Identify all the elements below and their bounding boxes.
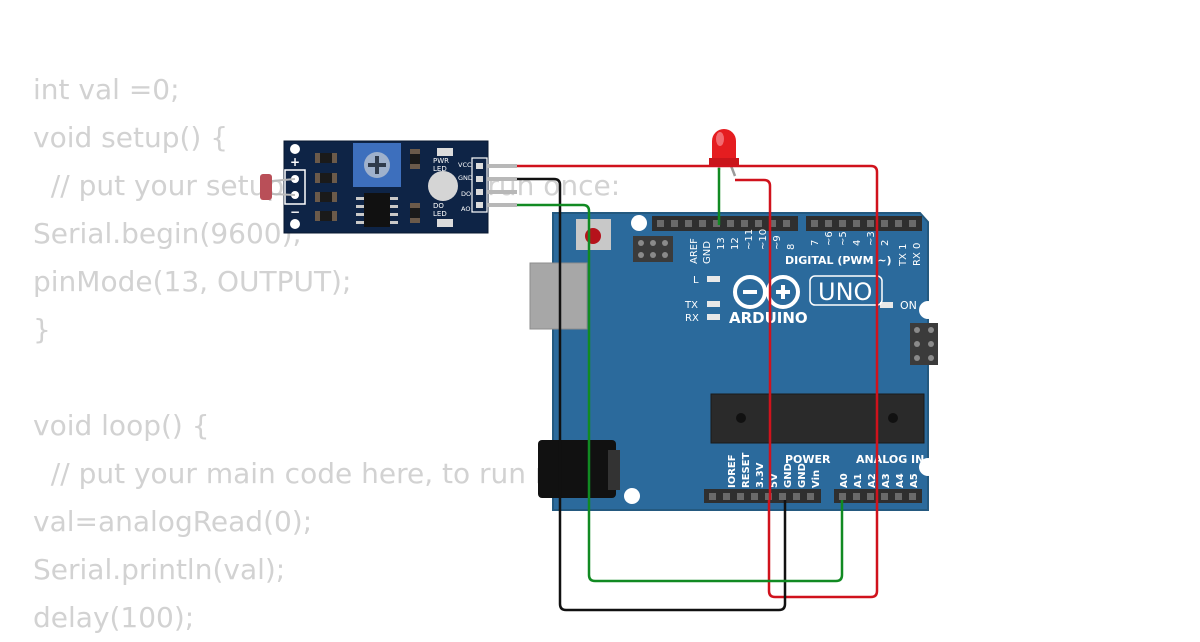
pin-label-ioref: IOREF <box>727 454 738 488</box>
sensor-pin-ao: AO <box>461 205 470 213</box>
smd-resistors <box>315 149 420 223</box>
tx-led: TX <box>684 300 720 311</box>
pin-label-3v3: 3.3V <box>755 462 766 488</box>
potentiometer[interactable] <box>353 143 401 187</box>
digital-pin-labels: AREF GND 13 12 ~11 ~10 ~9 8 7 ~6 ~5 4 ~3… <box>689 229 923 267</box>
power-header[interactable] <box>704 489 821 503</box>
sensor-pin-header[interactable] <box>471 157 517 213</box>
pin-label-a2: A2 <box>867 473 878 488</box>
sensor-led-large <box>428 171 458 201</box>
uno-model-badge: UNO <box>809 275 883 306</box>
ldr-connector <box>284 169 306 205</box>
pin-label-8: 8 <box>786 244 797 250</box>
wire-ao-green[interactable] <box>517 203 844 583</box>
do-led-label-2: LED <box>433 210 447 218</box>
pin-label-a5: A5 <box>909 473 920 488</box>
sensor-plus-label: + <box>290 155 300 169</box>
atmega-chip <box>710 393 925 444</box>
code-line: } <box>33 313 51 346</box>
pin-label-13: 13 <box>716 237 727 250</box>
usb-connector <box>529 262 588 330</box>
sensor-minus-label: − <box>290 205 300 219</box>
do-led-label-1: DO <box>433 202 444 210</box>
svg-text:ON: ON <box>900 299 917 312</box>
pin-label-reset: RESET <box>741 452 752 488</box>
pin-label-5v: 5V <box>769 473 780 488</box>
digital-pwm-label: DIGITAL (PWM ~) <box>785 254 892 267</box>
pin-label-12: 12 <box>730 237 741 250</box>
pin-label-a0: A0 <box>839 473 850 488</box>
code-line: Serial.begin(9600); <box>33 217 302 250</box>
l-led: L <box>693 275 720 286</box>
code-line: Serial.println(val); <box>33 553 286 586</box>
svg-text:TX: TX <box>684 300 698 311</box>
photoresistor <box>260 174 296 200</box>
digital-header-right[interactable] <box>806 216 922 231</box>
pin-label-11: ~11 <box>744 229 755 250</box>
svg-text:UNO: UNO <box>818 278 872 306</box>
rx-led: RX <box>685 313 720 324</box>
code-line: int val =0; <box>33 73 180 106</box>
on-led: ON <box>880 299 917 312</box>
digital-header-left[interactable] <box>652 216 798 231</box>
wire-led-red[interactable] <box>735 178 772 500</box>
power-section-label: POWER <box>785 453 831 466</box>
pin-label-a3: A3 <box>881 473 892 488</box>
sensor-pin-do: DO <box>461 190 471 198</box>
power-pin-labels: IOREF RESET 3.3V 5V GND GND Vin <box>727 452 822 488</box>
pin-label-rx0: RX 0 <box>912 243 923 266</box>
pin-label-7: 7 <box>810 240 821 246</box>
pin-label-a1: A1 <box>853 473 864 488</box>
code-line: void setup() { <box>33 121 229 154</box>
analog-pin-labels: A0 A1 A2 A3 A4 A5 <box>839 473 920 488</box>
analog-section-label: ANALOG IN <box>856 453 924 466</box>
icsp-header-right <box>910 323 938 365</box>
arduino-brand: ARDUINO <box>729 309 808 327</box>
pin-label-10: ~10 <box>758 229 769 250</box>
pin-label-tx1: TX 1 <box>898 244 909 268</box>
power-jack <box>538 440 620 498</box>
pin-label-9: ~9 <box>772 235 783 250</box>
reset-button[interactable] <box>576 219 611 250</box>
pin-label-aref: AREF <box>689 238 700 264</box>
red-led[interactable] <box>709 129 739 177</box>
sensor-pin-vcc: VCC <box>458 161 472 169</box>
pin-label-6: ~6 <box>824 231 835 246</box>
svg-text:L: L <box>693 275 699 286</box>
pin-label-3: ~3 <box>866 231 877 246</box>
arduino-infinity-logo <box>733 275 800 309</box>
pwr-led-smd <box>437 148 453 156</box>
do-led-smd <box>437 219 453 227</box>
code-line: void loop() { <box>33 409 210 442</box>
icsp-header-top <box>633 236 673 262</box>
pin-label-5: ~5 <box>838 231 849 246</box>
code-line: delay(100); <box>33 601 195 634</box>
sensor-pin-gnd: GND <box>458 174 473 182</box>
pwr-led-label-2: LED <box>433 165 447 173</box>
pin-label-2: 2 <box>880 240 891 246</box>
pin-label-4: 4 <box>852 240 863 246</box>
pin-label-vin: Vin <box>811 470 822 488</box>
pin-label-gnd: GND <box>702 241 713 264</box>
pwr-led-label-1: PWR <box>433 157 449 165</box>
code-line: pinMode(13, OUTPUT); <box>33 265 352 298</box>
pin-label-a4: A4 <box>895 473 906 488</box>
comparator-ic <box>356 193 398 227</box>
wire-gnd-black[interactable] <box>517 177 787 612</box>
wire-vcc-red[interactable] <box>517 164 879 599</box>
svg-text:RX: RX <box>685 313 699 324</box>
pin-label-gnd-2: GND <box>797 463 808 488</box>
pin-label-gnd-1: GND <box>783 463 794 488</box>
code-line: val=analogRead(0); <box>33 505 313 538</box>
